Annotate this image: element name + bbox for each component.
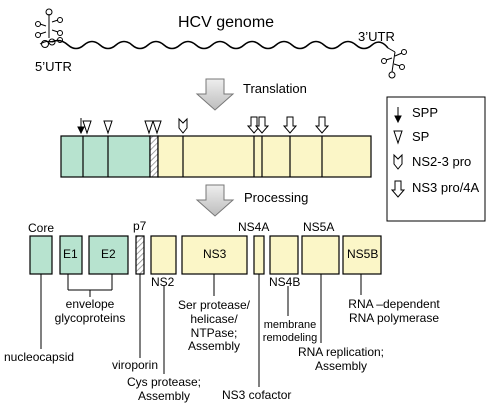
protein-e1-label: E1 bbox=[63, 247, 78, 261]
protein-core-label: Core bbox=[28, 221, 55, 235]
utr5-structure-icon bbox=[35, 8, 63, 48]
genome-strand bbox=[51, 39, 389, 50]
function-rna-replication: RNA replication; Assembly bbox=[297, 345, 385, 373]
processing-label: Processing bbox=[244, 190, 309, 205]
legend-ns3: NS3 pro/4A bbox=[412, 180, 480, 195]
translation-label: Translation bbox=[243, 81, 307, 96]
mature-proteins bbox=[29, 235, 382, 275]
function-ser-protease: Ser protease/ helicase/ NTPase; Assembly bbox=[177, 298, 251, 354]
function-envelope: envelope glycoproteins bbox=[54, 297, 126, 325]
function-nucleocapsid: nucleocapsid bbox=[4, 350, 75, 364]
function-membrane: membrane remodeling bbox=[262, 319, 318, 344]
protein-ns2-label: NS2 bbox=[151, 275, 175, 289]
polyprotein bbox=[60, 135, 372, 178]
protein-p7-label: p7 bbox=[133, 219, 147, 233]
cleavage-markers bbox=[77, 116, 330, 135]
function-cys-protease: Cys protease; Assembly bbox=[126, 375, 202, 403]
protein-ns4a-label: NS4A bbox=[238, 220, 270, 234]
legend-symbols bbox=[390, 107, 406, 198]
genome-title: HCV genome bbox=[178, 14, 275, 31]
function-ns3-cofactor: NS3 cofactor bbox=[222, 388, 292, 402]
protein-e2-label: E2 bbox=[101, 247, 116, 261]
utr3-structure-icon bbox=[381, 47, 407, 79]
legend-ns23: NS2-3 pro bbox=[412, 154, 472, 169]
protein-ns4b-label: NS4B bbox=[269, 275, 301, 289]
processing-arrow bbox=[195, 184, 235, 217]
connector-lines bbox=[40, 274, 362, 387]
translation-arrow bbox=[195, 78, 235, 111]
utr3-label: 3’UTR bbox=[358, 29, 395, 44]
legend-spp: SPP bbox=[412, 105, 439, 120]
function-viroporin: viroporin bbox=[112, 358, 159, 372]
legend-sp: SP bbox=[412, 129, 430, 144]
utr5-label: 5’UTR bbox=[35, 59, 72, 74]
protein-ns5b-label: NS5B bbox=[347, 247, 379, 261]
protein-ns3-label: NS3 bbox=[203, 247, 227, 261]
protein-ns5a-label: NS5A bbox=[303, 220, 335, 234]
legend-box bbox=[386, 96, 486, 222]
function-rna-polymerase: RNA –dependent RNA polymerase bbox=[348, 297, 440, 325]
